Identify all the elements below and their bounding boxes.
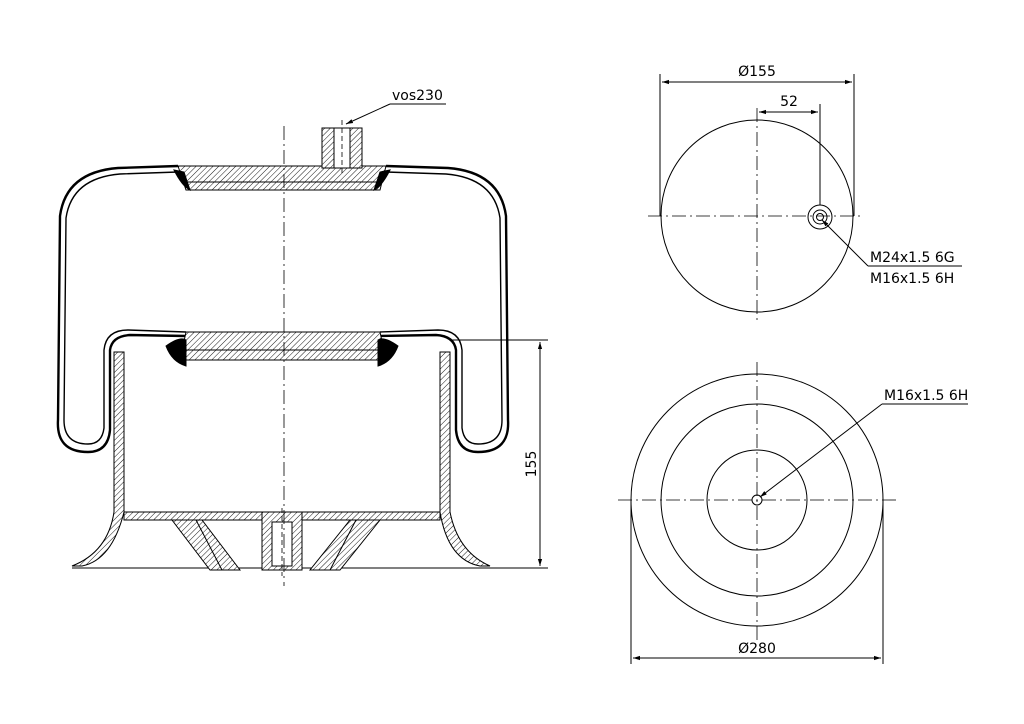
top-thread-label-1: M24x1.5 6G (870, 250, 955, 266)
top-view: Ø155 52 M24x1.5 6G M16x1.5 6H (648, 64, 962, 322)
bellow-outer (56, 164, 187, 454)
bottom-thread-leader (759, 403, 883, 498)
bottom-view: M16x1.5 6H Ø280 (618, 362, 968, 664)
piston-right-bead (377, 338, 399, 367)
bellow-inner (63, 171, 187, 445)
piston-top-plate (179, 331, 387, 361)
top-port-leader (345, 103, 391, 125)
height-dimension-label: 155 (524, 451, 540, 478)
piston-rib-left (170, 519, 242, 571)
top-view-port (807, 204, 833, 230)
piston-left-bead (165, 338, 187, 367)
top-thread-label-2: M16x1.5 6H (870, 271, 954, 287)
side-section-view: 155 vos230 (56, 88, 548, 586)
top-offset-label: 52 (780, 94, 798, 110)
bottom-thread-label: M16x1.5 6H (884, 388, 968, 404)
piston-wall-right (439, 351, 491, 567)
top-diameter-label: Ø155 (738, 64, 776, 80)
piston-wall-left (71, 351, 125, 567)
bellow-outer-right (379, 164, 510, 454)
top-plate-left-bead (173, 169, 191, 191)
top-port-label: vos230 (392, 88, 443, 104)
piston-rib-right (308, 519, 382, 571)
bottom-stud (261, 508, 303, 576)
top-air-connector (321, 120, 363, 175)
top-plate-right-bead (373, 169, 391, 191)
bottom-diameter-label: Ø280 (738, 641, 776, 657)
top-plate (177, 165, 387, 191)
top-thread-leader (821, 219, 869, 267)
